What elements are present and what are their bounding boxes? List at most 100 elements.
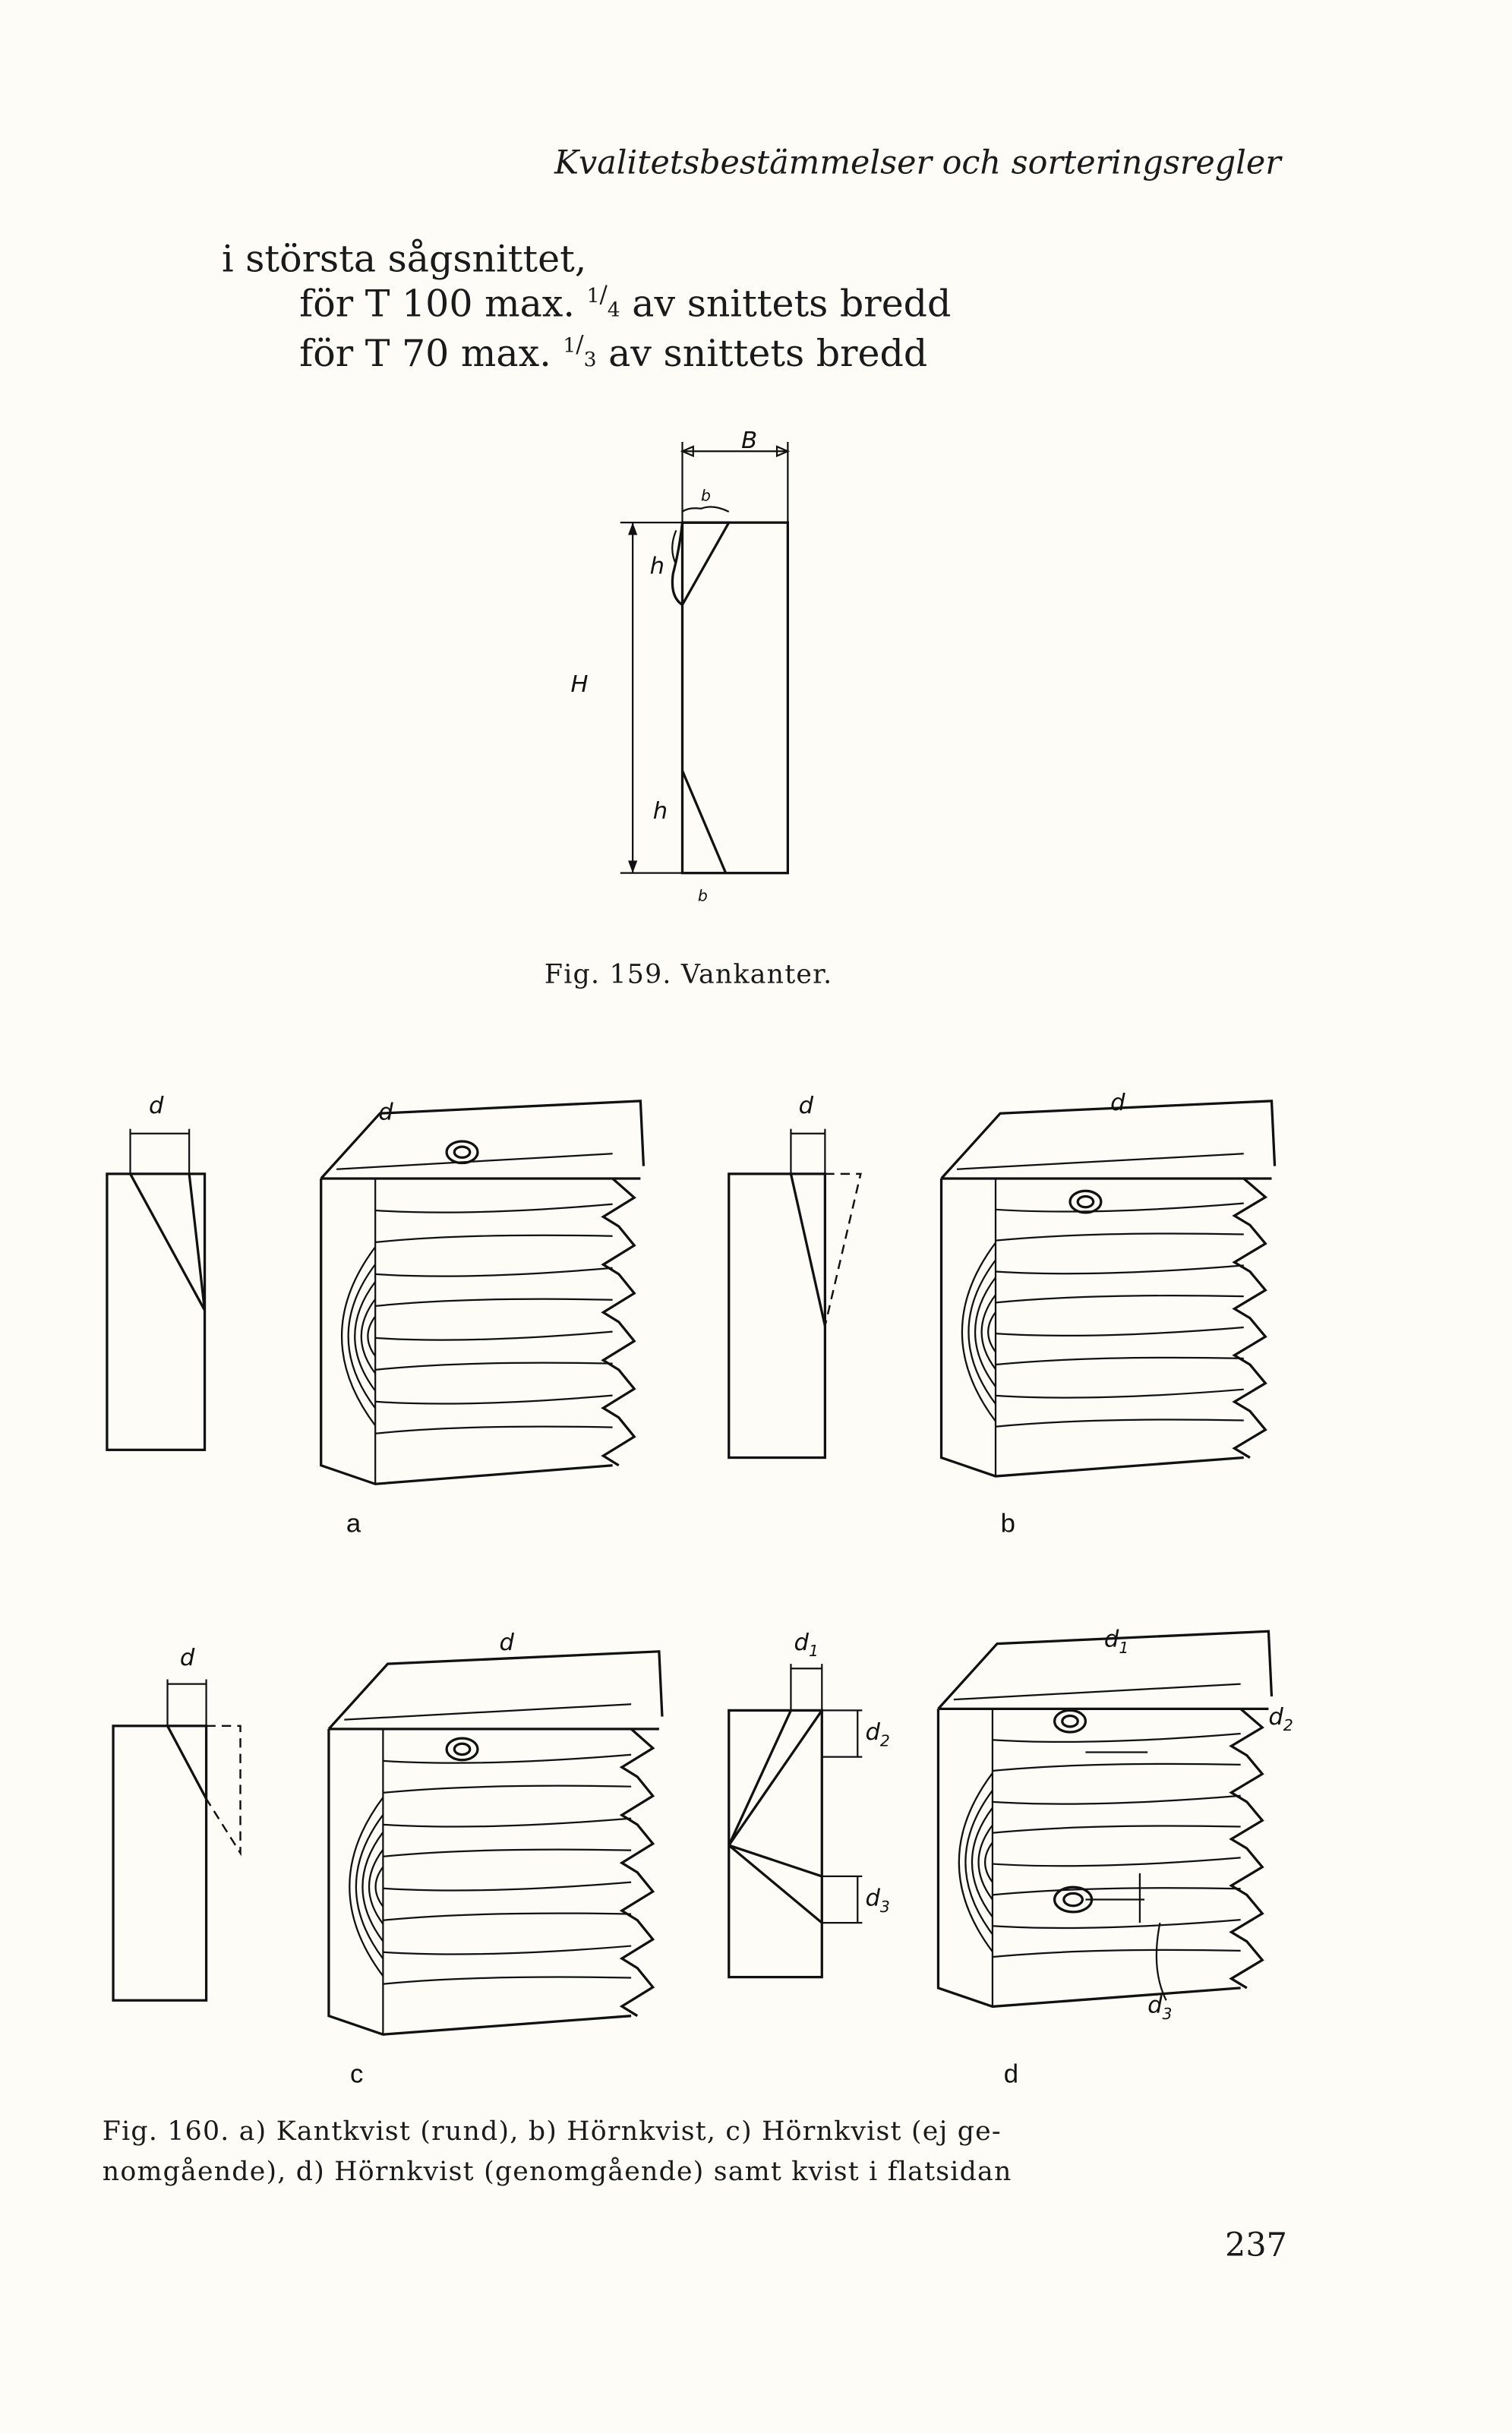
label-h-bottom: h	[653, 798, 668, 825]
block-outline	[327, 1728, 632, 2036]
grain-line	[375, 1203, 613, 1213]
grain-line	[995, 1295, 1244, 1304]
grain-line	[995, 1356, 1244, 1366]
growth-ring	[368, 1848, 384, 1925]
grain-line	[383, 1848, 632, 1857]
grain-line	[383, 1785, 632, 1794]
growth-ring	[977, 1824, 993, 1901]
fraction-numerator: 1	[587, 284, 600, 308]
section-b: d	[728, 1093, 862, 1459]
dimension-d2-d3	[822, 1709, 863, 1924]
section-rect	[728, 1172, 827, 1459]
section-c: d	[112, 1645, 241, 2002]
fig160-caption-line-2: nomgående), d) Hörnkvist (genomgående) s…	[103, 2156, 1012, 2187]
block-c	[327, 1650, 664, 2036]
grain-line	[375, 1425, 613, 1434]
grain-line	[992, 1918, 1241, 1930]
knot-icon	[445, 1140, 479, 1165]
knot-hidden-outline	[824, 1172, 862, 1327]
fig160-caption-line-1: Fig. 160. a) Kantkvist (rund), b) Hörnkv…	[103, 2116, 1002, 2147]
section-a: d	[106, 1093, 207, 1451]
grain-line	[383, 1881, 632, 1892]
fig159-wane-diagram: B b h H h b	[570, 428, 791, 904]
grain-line	[336, 1153, 613, 1170]
grain-line	[992, 1887, 1241, 1896]
growth-ring	[374, 1866, 384, 1908]
knot-outline	[166, 1725, 208, 1800]
broken-edge	[601, 1177, 636, 1467]
label-b-top: b	[701, 487, 711, 505]
dimension-d	[129, 1128, 191, 1174]
grain-line	[995, 1326, 1244, 1337]
label-base: d	[865, 1719, 880, 1746]
label-B: B	[741, 428, 757, 454]
fraction-denominator: 4	[608, 298, 620, 322]
section-d: d1 d2 d3	[728, 1630, 890, 1979]
dimension-d1	[790, 1664, 823, 1711]
label-d: d	[180, 1645, 195, 1671]
grain-line	[344, 1703, 632, 1721]
label-d: d	[500, 1630, 515, 1656]
bottom-wane	[680, 770, 728, 874]
growth-ring	[971, 1807, 993, 1918]
knot-icon	[445, 1737, 479, 1762]
growth-ring	[367, 1315, 377, 1357]
block-outline	[936, 1709, 1241, 2009]
fraction-numerator: 1	[563, 334, 576, 358]
body-line-2-suffix: av snittets bredd	[620, 282, 952, 326]
label-d1: d1	[794, 1630, 819, 1660]
running-header: Kvalitetsbestämmelser och sorteringsregl…	[554, 144, 1283, 182]
label-d: d	[1110, 1090, 1125, 1116]
grain-line	[375, 1234, 613, 1244]
grain-line	[383, 1817, 632, 1828]
board-cross-section	[680, 521, 789, 875]
growth-ring	[964, 1790, 993, 1935]
dimension-d	[166, 1679, 207, 1726]
label-H: H	[570, 671, 588, 698]
growth-ring	[354, 1281, 377, 1392]
body-line-3: för T 70 max. 1/3 av snittets bredd	[299, 332, 927, 375]
grain-line	[383, 1976, 632, 1985]
growth-ring	[987, 1311, 996, 1352]
grain-line	[995, 1202, 1244, 1213]
width-dimension-b	[681, 506, 730, 513]
grain-line	[383, 1912, 632, 1921]
label-d2: d2	[1268, 1704, 1293, 1734]
label-d3: d3	[865, 1885, 889, 1916]
knot-outline	[129, 1173, 207, 1311]
label-d3: d3	[1147, 1993, 1172, 2023]
label-base: d	[865, 1885, 880, 1912]
fraction-slash: /	[599, 282, 608, 308]
label-sub: 2	[880, 1731, 890, 1750]
block-a	[320, 1100, 646, 1485]
label-base: d	[794, 1630, 810, 1656]
label-h-top: h	[650, 554, 664, 580]
grain-line	[953, 1683, 1241, 1701]
growth-ring	[341, 1246, 377, 1427]
grain-line	[992, 1949, 1241, 1958]
grain-line	[992, 1732, 1241, 1743]
label-sub: 3	[880, 1898, 890, 1916]
block-d	[936, 1630, 1274, 2009]
label-d: d	[799, 1093, 814, 1119]
label-base: d	[1147, 1993, 1163, 2019]
panel-letter-a: a	[346, 1510, 361, 1538]
growth-ring	[355, 1814, 384, 1960]
growth-ring	[349, 1797, 384, 1977]
body-line-1: i största sågsnittet,	[222, 237, 586, 280]
grain-line	[992, 1762, 1241, 1772]
body-line-2: för T 100 max. 1/4 av snittets bredd	[299, 282, 951, 325]
growth-ring	[347, 1264, 377, 1409]
growth-ring	[980, 1294, 996, 1370]
label-d1: d1	[1104, 1627, 1128, 1657]
grain-line	[992, 1825, 1241, 1834]
block-outline	[320, 1178, 613, 1485]
width-dimension-B	[681, 441, 789, 523]
body-line-2-prefix: för T 100 max.	[299, 282, 586, 326]
label-b-bottom: b	[698, 886, 708, 904]
fraction-slash: /	[576, 332, 584, 358]
knot-hidden-outline	[205, 1725, 241, 1857]
page-number: 237	[1225, 2226, 1287, 2264]
growth-ring	[974, 1276, 996, 1387]
